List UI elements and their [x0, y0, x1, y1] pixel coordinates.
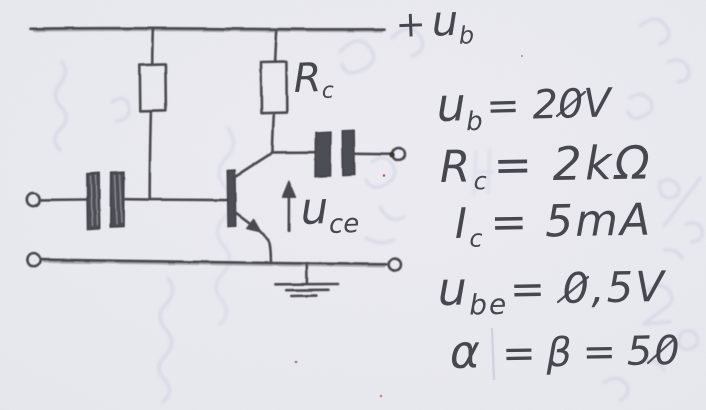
scanned-paper-sheet: +ub Rc uce ub= 20V Rc= 2kΩ Ic= 5mA ube= …	[0, 0, 706, 410]
circuit-sketch: +ub Rc uce ub= 20V Rc= 2kΩ Ic= 5mA ube= …	[0, 0, 706, 410]
paper-grain-texture	[0, 0, 706, 410]
